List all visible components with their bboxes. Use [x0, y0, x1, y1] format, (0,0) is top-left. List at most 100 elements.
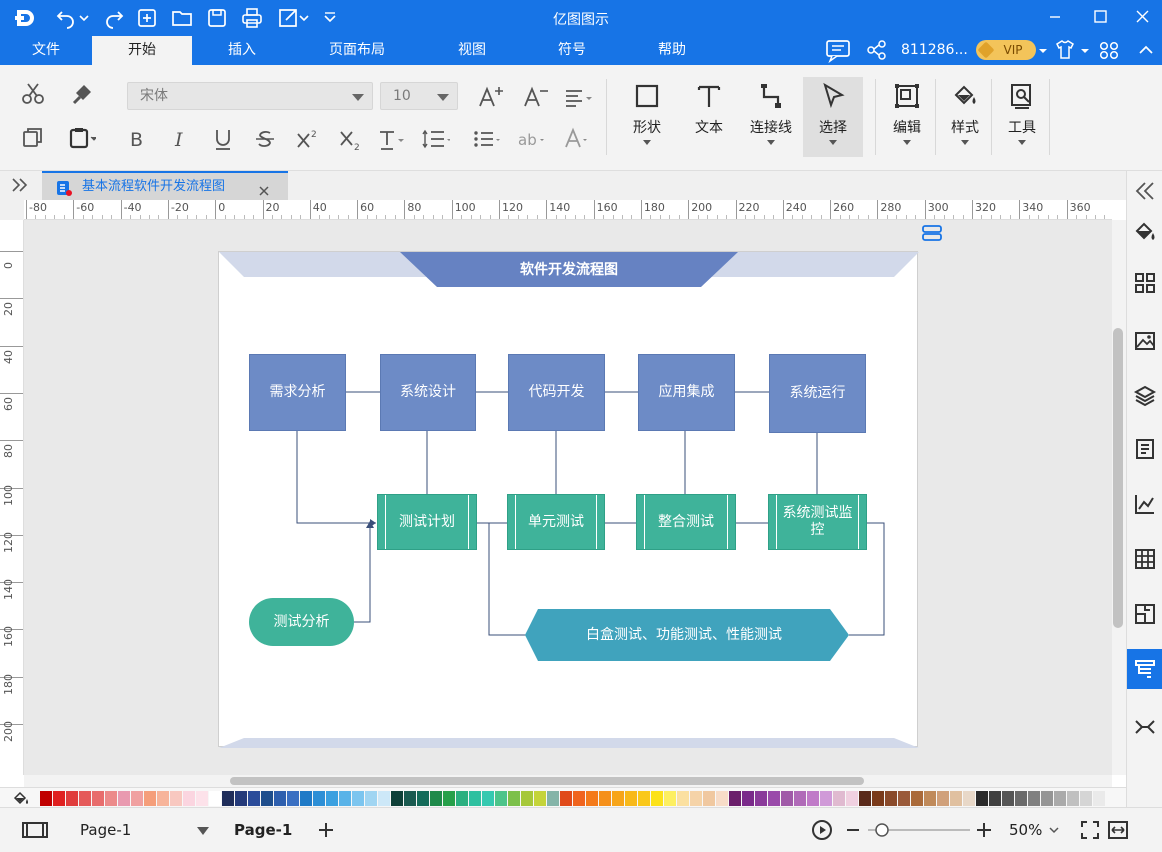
color-swatch[interactable] — [547, 791, 559, 806]
test-plan[interactable]: 测试计划 — [377, 494, 477, 550]
font-color-icon[interactable] — [560, 124, 590, 154]
color-swatch[interactable] — [1015, 791, 1027, 806]
color-swatch[interactable] — [872, 791, 884, 806]
superscript-icon[interactable]: 2 — [293, 124, 323, 154]
color-swatch[interactable] — [131, 791, 143, 806]
new-file-icon[interactable] — [135, 6, 159, 30]
zoom-dropdown-icon[interactable] — [1048, 826, 1060, 836]
redo-icon[interactable] — [102, 6, 126, 30]
increase-font-icon[interactable] — [475, 82, 505, 112]
color-swatch[interactable] — [183, 791, 195, 806]
zoom-level[interactable]: 50% — [1009, 821, 1043, 839]
color-swatch[interactable] — [79, 791, 91, 806]
color-swatch[interactable] — [963, 791, 975, 806]
tools-button[interactable]: 工具 — [993, 77, 1051, 157]
color-swatch[interactable] — [1054, 791, 1066, 806]
page-properties-icon[interactable] — [1127, 429, 1162, 469]
customize-quick-access-icon[interactable] — [318, 6, 342, 30]
text-highlight-icon[interactable]: ab — [516, 124, 546, 154]
color-swatch[interactable] — [976, 791, 988, 806]
select-tool-button[interactable]: 选择 — [803, 77, 863, 157]
color-swatch[interactable] — [924, 791, 936, 806]
color-swatch[interactable] — [92, 791, 104, 806]
shape-tool-button[interactable]: 形状 — [618, 77, 676, 157]
skin-dropdown-icon[interactable] — [1078, 36, 1092, 65]
connector-tool-button[interactable]: 连接线 — [742, 77, 800, 157]
color-swatch[interactable] — [989, 791, 1001, 806]
line-spacing-icon[interactable] — [420, 124, 450, 154]
color-swatch[interactable] — [794, 791, 806, 806]
color-swatch[interactable] — [937, 791, 949, 806]
color-swatch[interactable] — [638, 791, 650, 806]
color-swatch[interactable] — [53, 791, 65, 806]
current-page-tab[interactable]: Page-1 — [234, 821, 293, 839]
color-swatch[interactable] — [391, 791, 403, 806]
close-tab-icon[interactable] — [258, 180, 270, 196]
color-swatch[interactable] — [209, 791, 221, 806]
color-swatch[interactable] — [729, 791, 741, 806]
color-swatch[interactable] — [248, 791, 260, 806]
color-swatch[interactable] — [1067, 791, 1079, 806]
align-text-icon[interactable] — [562, 82, 592, 112]
paste-icon[interactable] — [66, 123, 96, 153]
color-swatch[interactable] — [573, 791, 585, 806]
color-swatch[interactable] — [339, 791, 351, 806]
font-family-select[interactable]: 宋体 — [127, 82, 373, 110]
color-swatch[interactable] — [196, 791, 208, 806]
vertical-scroll-thumb[interactable] — [1113, 328, 1123, 628]
color-swatch[interactable] — [313, 791, 325, 806]
color-swatch[interactable] — [365, 791, 377, 806]
color-swatch[interactable] — [378, 791, 390, 806]
color-swatch[interactable] — [742, 791, 754, 806]
minimize-button[interactable] — [1040, 4, 1070, 30]
export-dropdown-icon[interactable] — [296, 6, 320, 30]
text-style-icon[interactable] — [375, 124, 405, 154]
undo-dropdown-icon[interactable] — [76, 6, 100, 30]
color-swatch[interactable] — [820, 791, 832, 806]
tab-file[interactable]: 文件 — [32, 42, 60, 58]
vip-badge[interactable]: VIP — [976, 40, 1036, 60]
undo-icon[interactable] — [54, 6, 78, 30]
process-system-running[interactable]: 系统运行 — [769, 354, 866, 433]
decrease-font-icon[interactable] — [520, 82, 550, 112]
color-swatch[interactable] — [352, 791, 364, 806]
style-button[interactable]: 样式 — [936, 77, 994, 157]
color-swatch[interactable] — [612, 791, 624, 806]
color-swatch[interactable] — [898, 791, 910, 806]
test-system-monitoring[interactable]: 系统测试监控 — [768, 494, 867, 550]
horizontal-scroll-thumb[interactable] — [230, 777, 864, 785]
color-swatch[interactable] — [1093, 791, 1105, 806]
tab-page-layout[interactable]: 页面布局 — [329, 42, 385, 58]
close-button[interactable] — [1127, 4, 1157, 30]
font-size-select[interactable]: 10 — [380, 82, 458, 110]
color-swatch[interactable] — [807, 791, 819, 806]
tab-insert[interactable]: 插入 — [228, 42, 256, 58]
collapse-ribbon-icon[interactable] — [1134, 36, 1158, 65]
zoom-in-icon[interactable] — [974, 820, 994, 840]
page-selector-dropdown-icon[interactable] — [196, 826, 210, 836]
collapse-panel-icon[interactable] — [1127, 171, 1162, 211]
color-swatch[interactable] — [703, 791, 715, 806]
color-swatch[interactable] — [1028, 791, 1040, 806]
layers-icon[interactable] — [1127, 376, 1162, 416]
account-dropdown-icon[interactable] — [1036, 36, 1050, 65]
italic-icon[interactable]: I — [165, 124, 195, 154]
underline-icon[interactable] — [208, 124, 238, 154]
subscript-icon[interactable]: 2 — [336, 124, 366, 154]
color-swatch[interactable] — [157, 791, 169, 806]
share-icon[interactable] — [864, 36, 890, 65]
open-folder-icon[interactable] — [170, 6, 194, 30]
color-swatch[interactable] — [1002, 791, 1014, 806]
color-swatch[interactable] — [118, 791, 130, 806]
bold-icon[interactable]: B — [122, 124, 152, 154]
color-swatch[interactable] — [495, 791, 507, 806]
color-swatch[interactable] — [950, 791, 962, 806]
text-tool-button[interactable]: 文本 — [680, 77, 738, 157]
start-test-analysis[interactable]: 测试分析 — [249, 598, 354, 646]
tab-view[interactable]: 视图 — [458, 42, 486, 58]
color-swatch[interactable] — [859, 791, 871, 806]
copy-icon[interactable] — [18, 123, 48, 153]
drawing-canvas[interactable]: 软件开发流程图 需求分析 系统设计 代码开发 应用集成 系统运行 测试计划 单元… — [24, 220, 1112, 775]
color-swatch[interactable] — [430, 791, 442, 806]
